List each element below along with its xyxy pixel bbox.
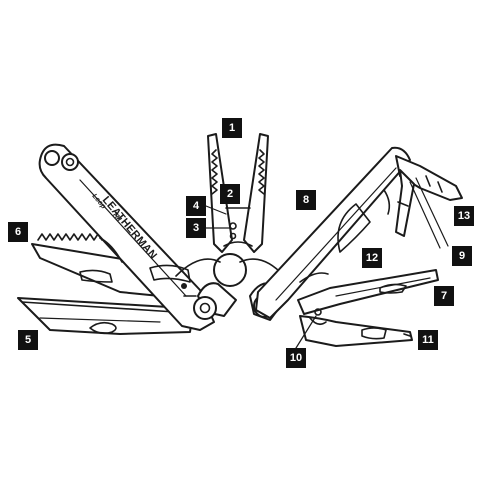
callout-7-label: 7 [441, 290, 447, 302]
callout-6-label: 6 [15, 226, 21, 238]
right-handle [255, 146, 411, 319]
callout-13-label: 13 [458, 210, 470, 222]
callout-3: 3 [186, 218, 231, 238]
callout-2: 2 [220, 184, 240, 204]
callout-6: 6 [8, 222, 28, 242]
callout-1-label: 1 [229, 122, 235, 134]
callout-4-label: 4 [193, 200, 200, 212]
callout-4: 4 [186, 196, 227, 216]
knife-blade [297, 269, 439, 315]
callout-8-label: 8 [303, 194, 309, 206]
right-lower-tools [299, 308, 413, 347]
callout-12-label: 12 [366, 252, 378, 264]
callout-11-label: 11 [422, 334, 434, 346]
callout-9: 9 [452, 246, 472, 266]
callout-5-label: 5 [25, 334, 31, 346]
callout-5: 5 [18, 330, 38, 350]
callout-2-label: 2 [227, 188, 233, 200]
callout-9-label: 9 [459, 250, 465, 262]
callout-3-label: 3 [193, 222, 199, 234]
callout-10: 10 [286, 315, 317, 368]
left-handle [38, 143, 215, 331]
callout-13: 13 [454, 206, 474, 226]
callout-12: 12 [362, 248, 382, 268]
callout-10-label: 10 [290, 352, 302, 364]
trademark-mark: TM [110, 211, 122, 223]
left-lower-tool [17, 297, 193, 335]
callout-1: 1 [222, 118, 242, 138]
callout-7: 7 [434, 286, 454, 306]
callout-8: 8 [296, 190, 316, 210]
right-top-tools [383, 155, 463, 249]
callouts: 1 2 3 4 5 6 7 8 [8, 118, 474, 368]
callout-11: 11 [418, 330, 438, 350]
